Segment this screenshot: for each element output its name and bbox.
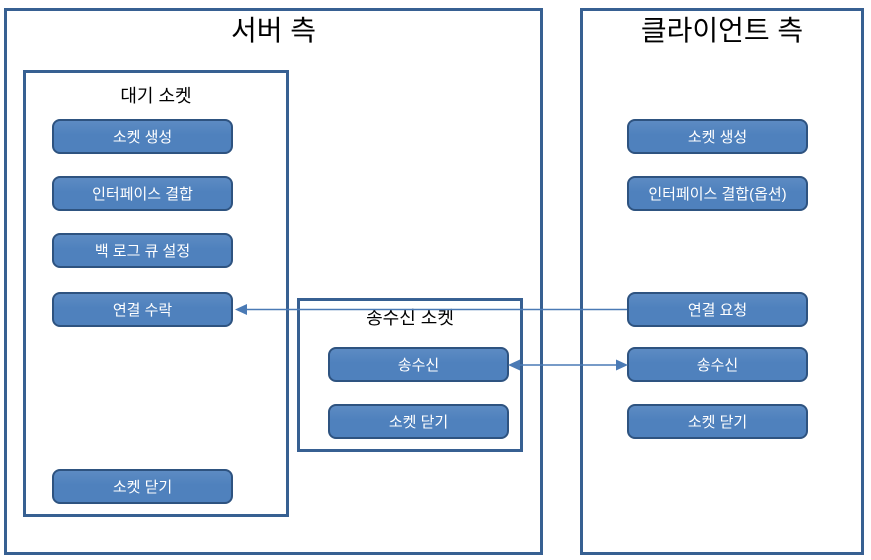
client-panel-title: 클라이언트 측 [640,15,804,46]
node-server-bind-interface: 인터페이스 결합 [52,176,233,211]
node-server-set-backlog-queue: 백 로그 큐 설정 [52,233,233,268]
client-panel [580,8,864,555]
listen-socket-box-title: 대기 소켓 [120,86,192,106]
node-server-close-socket: 소켓 닫기 [52,469,233,504]
transfer-socket-box-title: 송수신 소켓 [366,308,454,328]
node-client-request-connection: 연결 요청 [627,292,808,327]
server-panel [4,8,543,555]
node-transfer-send-receive: 송수신 [328,347,509,382]
node-client-send-receive: 송수신 [627,347,808,382]
node-client-create-socket: 소켓 생성 [627,119,808,154]
node-server-create-socket: 소켓 생성 [52,119,233,154]
node-client-close-socket: 소켓 닫기 [627,404,808,439]
server-panel-title: 서버 측 [230,15,317,46]
node-server-accept-connection: 연결 수락 [52,292,233,327]
node-client-bind-interface-optional: 인터페이스 결합(옵션) [627,176,808,211]
node-transfer-close-socket: 소켓 닫기 [328,404,509,439]
